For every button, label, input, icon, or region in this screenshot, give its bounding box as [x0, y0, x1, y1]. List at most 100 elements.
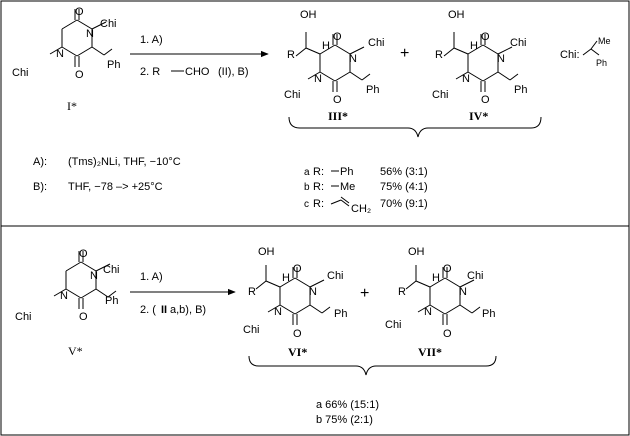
atom-n-left: N	[56, 48, 64, 60]
atom-o-top: O	[75, 6, 84, 18]
n-substituent-chi: Chi	[467, 270, 484, 282]
result-letter: c	[304, 199, 309, 210]
compound-VII-structure: OH R H O O N N Chi Chi Ph	[385, 246, 495, 340]
atom-n-left: N	[60, 290, 68, 302]
chi-legend-ph: Ph	[596, 58, 607, 68]
n-substituent-chi: Chi	[100, 18, 117, 30]
reaction2-step2-prefix: 2. (	[140, 304, 156, 316]
compound-label-I: I*	[67, 99, 77, 113]
reaction2-step1: 1. A)	[140, 271, 163, 283]
compound-V-structure: O O N N Chi Chi Ph	[15, 248, 120, 323]
compound-VI-structure: OH R H O O N N Chi Chi Ph	[243, 246, 347, 340]
atom-n-left: N	[462, 73, 470, 85]
condition-b-label: B):	[33, 181, 47, 193]
hydroxyl: OH	[258, 246, 275, 258]
n-substituent-chi: Chi	[12, 67, 29, 79]
result-letter: b	[304, 182, 310, 193]
atom-o-bottom: O	[481, 94, 490, 106]
r-group: R	[398, 286, 406, 298]
atom-o-top: O	[481, 31, 490, 43]
reaction1-step1: 1. A)	[140, 34, 163, 46]
result-group: Me	[340, 181, 355, 193]
benzyl-ph: Ph	[366, 84, 379, 96]
reaction1-step2-prefix: 2. R	[140, 66, 160, 78]
atom-o-bottom: O	[443, 328, 452, 340]
product-brace-2	[248, 355, 497, 376]
hydroxyl: OH	[408, 246, 425, 258]
benzyl-ph: Ph	[105, 295, 118, 307]
hydroxyl: OH	[448, 9, 465, 21]
compound-label-III: III*	[328, 109, 348, 123]
compound-label-VI: VI*	[288, 345, 307, 359]
result-r: R:	[313, 166, 324, 178]
n-substituent-chi: Chi	[327, 270, 344, 282]
benzyl-ph: Ph	[514, 84, 527, 96]
alpha-h: H	[432, 272, 440, 284]
n-substituent-chi: Chi	[385, 319, 402, 331]
compound-label-VII: VII*	[418, 345, 442, 359]
atom-n-right: N	[497, 53, 505, 65]
condition-b-text: THF, −78 –> +25°C	[68, 181, 163, 193]
n-substituent-chi: Chi	[15, 311, 32, 323]
result-group: CH₂	[351, 203, 371, 215]
alpha-h: H	[282, 272, 290, 284]
n-substituent-chi: Chi	[368, 37, 385, 49]
chi-legend-key: Chi:	[560, 49, 580, 61]
n-substituent-chi: Chi	[103, 264, 120, 276]
atom-n-right: N	[86, 28, 94, 40]
n-substituent-chi: Chi	[510, 37, 527, 49]
product-brace-1	[288, 116, 542, 138]
benzyl-ph: Ph	[334, 308, 347, 320]
compound-label-IV: IV*	[469, 109, 488, 123]
result-yield: 75% (4:1)	[380, 181, 428, 193]
reaction1-step2-cho: CHO	[185, 66, 210, 78]
result-yield: 70% (9:1)	[380, 198, 428, 210]
r-group: R	[248, 286, 256, 298]
hydroxyl: OH	[300, 9, 317, 21]
chi-legend-me: Me	[598, 36, 611, 46]
atom-o-bottom: O	[79, 311, 88, 323]
n-substituent-chi: Chi	[243, 324, 260, 336]
results-table-1: a R: Ph 56% (3:1) b R: Me 75% (4:1) c R:…	[304, 166, 428, 215]
atom-o-top: O	[443, 263, 452, 275]
plus-sign-2: +	[360, 285, 369, 302]
atom-n-left: N	[424, 306, 432, 318]
result-r: R:	[313, 198, 324, 210]
condition-a-label: A):	[33, 156, 47, 168]
atom-n-left: N	[314, 73, 322, 85]
atom-n-right: N	[90, 270, 98, 282]
r-group: R	[435, 49, 443, 61]
compound-I-structure: O O N N Chi Chi Ph	[12, 6, 120, 81]
atom-o-top: O	[333, 31, 342, 43]
compound-label-V: V*	[68, 344, 83, 358]
compound-IV-structure: OH R H O O N N Chi Chi Ph	[432, 9, 527, 106]
result-letter: a	[304, 167, 310, 178]
atom-o-bottom: O	[333, 94, 342, 106]
atom-n-right: N	[349, 53, 357, 65]
r-group: R	[287, 49, 295, 61]
atom-n-right: N	[459, 286, 467, 298]
reaction2-step2-suffix: a,b), B)	[170, 304, 206, 316]
atom-o-top: O	[293, 263, 302, 275]
alpha-h: H	[470, 40, 478, 52]
benzyl-ph: Ph	[482, 308, 495, 320]
plus-sign-1: +	[400, 45, 409, 62]
compound-III-structure: OH R H O O N N Chi Chi Ph	[284, 9, 385, 106]
atom-o-bottom: O	[75, 69, 84, 81]
result2-b: b 75% (2:1)	[316, 414, 373, 426]
result-group: Ph	[340, 166, 353, 178]
condition-a-text: (Tms)₂NLi, THF, −10°C	[68, 156, 181, 168]
alpha-h: H	[322, 40, 330, 52]
reaction2-step2-bold: II	[161, 304, 167, 316]
atom-n-right: N	[309, 286, 317, 298]
result-r: R:	[313, 181, 324, 193]
n-substituent-chi: Chi	[284, 89, 301, 101]
atom-n-left: N	[274, 306, 282, 318]
chi-legend: Chi: Me Ph	[560, 36, 611, 68]
reaction1-step2-suffix: (II), B)	[218, 66, 249, 78]
atom-o-top: O	[79, 248, 88, 260]
n-substituent-chi: Chi	[432, 89, 449, 101]
atom-o-bottom: O	[293, 328, 302, 340]
